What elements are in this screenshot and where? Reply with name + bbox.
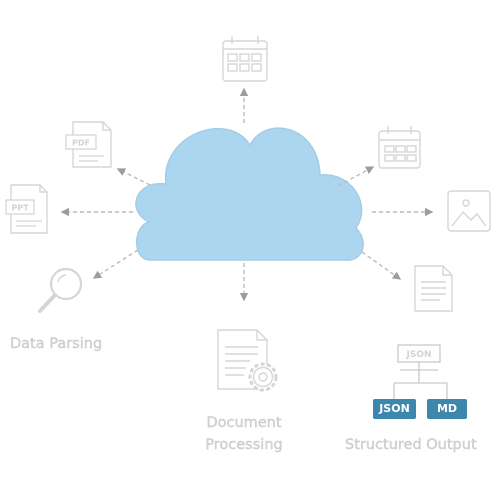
grid-table-icon: [222, 36, 268, 82]
cloud-icon: [135, 127, 364, 261]
md-tag: MD: [427, 399, 467, 419]
label-document-processing: Document Processing: [198, 412, 290, 456]
calendar-icon: [378, 126, 421, 169]
arrow-to-pdf: [116, 168, 151, 186]
text-document-icon: [414, 265, 453, 312]
arrow-to-text-doc: [361, 251, 402, 280]
document-gear-icon: [217, 329, 278, 392]
json-tag: JSON: [373, 399, 416, 419]
image-icon: [447, 190, 491, 232]
ppt-badge-text: PPT: [11, 204, 29, 213]
connectors: [60, 87, 434, 302]
json-header-text: JSON: [405, 350, 431, 360]
pdf-badge-text: PDF: [72, 139, 90, 148]
label-structured-output: Structured Output: [345, 437, 477, 453]
label-document-line1: Document: [206, 415, 282, 431]
label-document-line2: Processing: [205, 437, 283, 453]
label-data-parsing: Data Parsing: [10, 336, 103, 352]
arrow-to-search: [92, 249, 139, 279]
ppt-file-icon: PPT: [5, 184, 48, 234]
magnifier-icon: [38, 267, 83, 313]
pdf-file-icon: PDF: [65, 121, 112, 168]
json-tree-icon: [393, 344, 448, 399]
